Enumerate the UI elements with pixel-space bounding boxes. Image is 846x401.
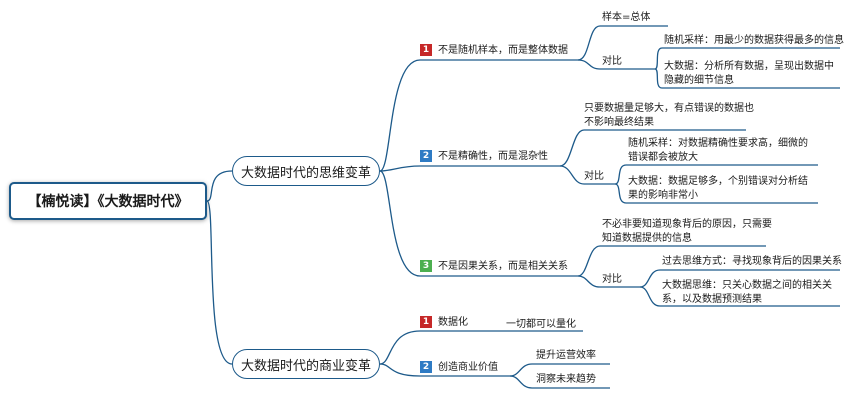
point-datafication[interactable]: 1 数据化 (420, 316, 468, 330)
compare-label-3[interactable]: 对比 (602, 274, 622, 285)
root-topic[interactable]: 【楠悦读】《大数据时代》 (9, 182, 207, 220)
note-enough-data[interactable]: 只要数据量足够大，有点错误的数据也不影响最终结果 (584, 103, 754, 128)
note-future-trends[interactable]: 洞察未来趋势 (536, 374, 596, 385)
priority-3-badge: 3 (420, 260, 432, 272)
branch-business-change[interactable]: 大数据时代的商业变革 (232, 349, 380, 379)
note-no-need-cause[interactable]: 不必非要知道现象背后的原因，只需要知道数据提供的信息 (602, 219, 772, 244)
compare-label-2[interactable]: 对比 (584, 171, 604, 182)
priority-1-badge: 1 (420, 44, 432, 56)
point-3-label: 不是因果关系，而是相关关系 (438, 261, 568, 272)
point-datafication-label: 数据化 (438, 317, 468, 328)
point-1-label: 不是随机样本，而是整体数据 (438, 45, 568, 56)
priority-2-badge: 2 (420, 361, 432, 373)
priority-2-badge: 2 (420, 150, 432, 162)
note-quantify-everything[interactable]: 一切都可以量化 (506, 319, 576, 330)
branch-thinking-change[interactable]: 大数据时代的思维变革 (232, 156, 380, 186)
compare-random-sampling-1[interactable]: 随机采样：用最少的数据获得最多的信息 (664, 35, 844, 46)
compare-label-1[interactable]: 对比 (602, 56, 622, 67)
note-operational-efficiency[interactable]: 提升运营效率 (536, 350, 596, 361)
compare-past-thinking[interactable]: 过去思维方式：寻找现象背后的因果关系 (662, 256, 842, 267)
point-3[interactable]: 3 不是因果关系，而是相关关系 (420, 260, 568, 274)
compare-big-data-2[interactable]: 大数据：数据足够多，个别错误对分析结果的影响非常小 (628, 176, 808, 201)
point-business-value-label: 创造商业价值 (438, 362, 498, 373)
point-2-label: 不是精确性，而是混杂性 (438, 151, 548, 162)
compare-big-data-1[interactable]: 大数据：分析所有数据，呈现出数据中隐藏的细节信息 (664, 61, 834, 86)
priority-1-badge: 1 (420, 316, 432, 328)
point-2[interactable]: 2 不是精确性，而是混杂性 (420, 150, 548, 164)
compare-big-data-thinking[interactable]: 大数据思维：只关心数据之间的相关关系，以及数据预测结果 (662, 280, 832, 305)
point-business-value[interactable]: 2 创造商业价值 (420, 361, 498, 375)
point-1[interactable]: 1 不是随机样本，而是整体数据 (420, 44, 568, 58)
compare-random-sampling-2[interactable]: 随机采样：对数据精确性要求高，细微的错误都会被放大 (628, 138, 808, 163)
note-sample-equals-population[interactable]: 样本=总体 (602, 12, 651, 23)
